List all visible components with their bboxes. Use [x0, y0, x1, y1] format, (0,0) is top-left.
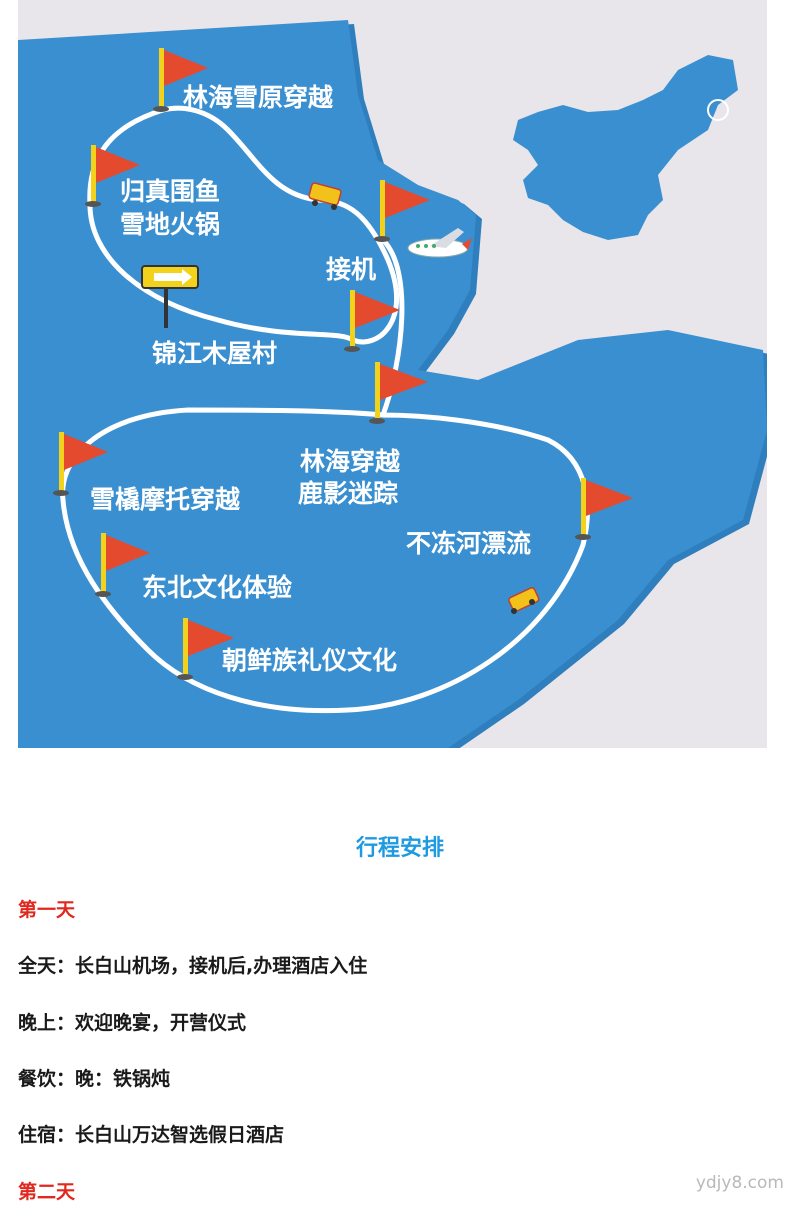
map-label: 鹿影迷踪 [298, 479, 398, 508]
map-label: 东北文化体验 [142, 573, 292, 602]
flag-icon [575, 478, 633, 540]
route-map-svg: 林海雪原穿越 归真围鱼 雪地火锅 接机 锦江木屋村 林海穿越 鹿影迷踪 雪橇摩托… [18, 0, 767, 748]
itinerary-line: 餐饮：晚：铁锅炖 [18, 1068, 171, 1090]
map-label: 接机 [326, 255, 376, 284]
itinerary-title: 行程安排 [355, 836, 444, 861]
map-label: 雪橇摩托穿越 [90, 485, 241, 514]
map-label: 林海穿越 [300, 447, 401, 476]
flag-icon [85, 145, 140, 207]
bus-icon [308, 182, 342, 210]
flag-icon [344, 290, 400, 352]
china-map [513, 55, 738, 240]
itinerary-line: 晚上：欢迎晚宴，开营仪式 [18, 1012, 247, 1034]
bus-icon [508, 587, 540, 614]
map-label: 林海雪原穿越 [183, 83, 334, 112]
map-label: 雪地火锅 [120, 210, 220, 239]
map-label: 归真围鱼 [120, 177, 220, 206]
flag-icon [153, 48, 208, 112]
location-marker-icon [707, 99, 729, 121]
flag-icon [369, 362, 428, 424]
day-heading: 第一天 [18, 899, 76, 921]
map-label: 锦江木屋村 [152, 339, 277, 368]
itinerary-line: 住宿：长白山万达智选假日酒店 [18, 1124, 285, 1146]
airplane-icon [407, 228, 472, 258]
watermark: ydjy8.com [695, 1173, 784, 1193]
day-heading: 第二天 [18, 1181, 76, 1203]
itinerary-line: 全天：长白山机场，接机后,办理酒店入住 [18, 955, 368, 977]
flag-icon [53, 432, 108, 496]
map-label: 不冻河漂流 [406, 529, 531, 558]
route-map: 林海雪原穿越 归真围鱼 雪地火锅 接机 锦江木屋村 林海穿越 鹿影迷踪 雪橇摩托… [18, 0, 767, 748]
map-label: 朝鲜族礼仪文化 [222, 646, 397, 675]
flag-icon [95, 533, 150, 597]
signpost-icon [141, 265, 199, 328]
flag-icon [374, 180, 430, 242]
flag-icon [177, 618, 234, 680]
route-loop-north [87, 105, 400, 345]
